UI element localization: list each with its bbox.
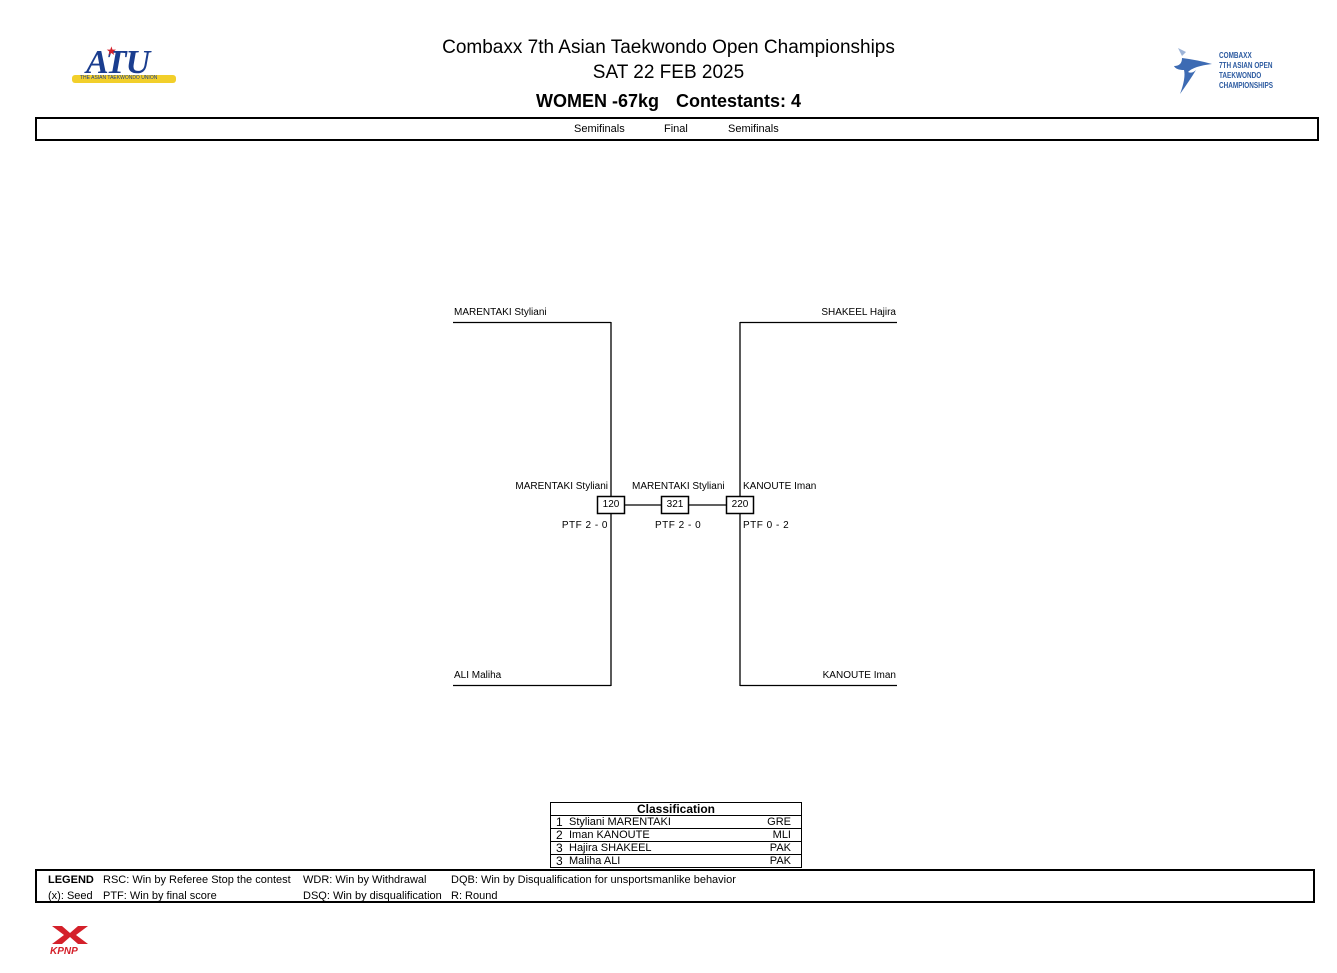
header: Combaxx 7th Asian Taekwondo Open Champio… (0, 36, 1337, 116)
event-title: Combaxx 7th Asian Taekwondo Open Champio… (442, 37, 895, 58)
athlete-cell: Iman KANOUTE (564, 828, 738, 842)
classification-title: Classification (636, 802, 716, 816)
athlete-cell: Hajira SHAKEEL (564, 841, 738, 855)
kpnp-logo: KPNP (50, 924, 94, 958)
category-label: WOMEN -67kg (535, 91, 659, 111)
round-label-left: Semifinals (574, 123, 625, 135)
winner-left-semifinal: MARENTAKI Styliani (515, 481, 608, 492)
kpnp-logo-word: KPNP (50, 946, 78, 957)
rounds-bar: Semifinals Final Semifinals (35, 117, 1319, 141)
event-date: SAT 22 FEB 2025 (592, 62, 745, 83)
match-box-right (725, 495, 755, 515)
match-number-right: 220 (731, 499, 749, 510)
legend: LEGEND (x): Seed RSC: Win by Referee Sto… (35, 869, 1315, 903)
table-row: 3 Hajira SHAKEEL PAK (550, 841, 802, 855)
legend-dqb: DQB: Win by Disqualification for unsport… (451, 874, 736, 886)
atu-logo: ATU ★ THE ASIAN TAEKWONDO UNION (72, 44, 182, 90)
athlete-top-left: MARENTAKI Styliani (454, 307, 547, 318)
legend-dsq: DSQ: Win by disqualification (303, 890, 442, 902)
nation-cell: MLI (737, 828, 802, 842)
score-left-semifinal: PTF 2 - 0 (561, 520, 608, 531)
table-row: 2 Iman KANOUTE MLI (550, 828, 802, 842)
athlete-cell: Styliani MARENTAKI (564, 815, 738, 829)
table-row: 1 Styliani MARENTAKI GRE (550, 815, 802, 829)
match-box-left (596, 495, 626, 515)
combaxx-logo-text: COMBAXX 7TH ASIAN OPEN TAEKWONDO CHAMPIO… (1219, 51, 1274, 90)
match-box-final (660, 495, 690, 515)
winner-right-semifinal: KANOUTE Iman (743, 481, 817, 492)
kpnp-mark-icon (52, 926, 88, 944)
table-row: 3 Maliha ALI PAK (550, 854, 802, 868)
score-right-semifinal: PTF 0 - 2 (743, 520, 790, 531)
atu-logo-bar (72, 75, 176, 83)
nation-cell: PAK (737, 841, 802, 855)
legend-ptf: PTF: Win by final score (103, 890, 217, 902)
round-label-right: Semifinals (728, 123, 779, 135)
star-icon: ★ (106, 44, 117, 58)
classification-table: Classification 1 Styliani MARENTAKI GRE … (550, 802, 802, 868)
category-heading: WOMEN -67kg Contestants: 4 (0, 86, 1337, 116)
rank-cell: 3 (550, 841, 564, 855)
kicker-icon (1174, 48, 1212, 94)
atu-logo-subtitle: THE ASIAN TAEKWONDO UNION (80, 75, 158, 81)
match-number-left: 120 (602, 499, 620, 510)
legend-wdr: WDR: Win by Withdrawal (303, 874, 427, 886)
legend-r: R: Round (451, 890, 498, 902)
legend-rsc: RSC: Win by Referee Stop the contest (103, 874, 291, 886)
athlete-cell: Maliha ALI (564, 854, 738, 868)
rank-cell: 1 (550, 815, 564, 829)
atu-logo-word: ATU (86, 44, 150, 81)
combaxx-logo: COMBAXX 7TH ASIAN OPEN TAEKWONDO CHAMPIO… (1172, 44, 1292, 100)
score-final: PTF 2 - 0 (655, 520, 702, 531)
legend-seed: (x): Seed (48, 890, 93, 902)
athlete-bottom-right: KANOUTE Iman (822, 670, 896, 681)
nation-cell: PAK (737, 854, 802, 868)
rank-cell: 3 (550, 854, 564, 868)
rank-cell: 2 (550, 828, 564, 842)
winner-final: MARENTAKI Styliani (632, 481, 725, 492)
contestants-count: Contestants: 4 (676, 91, 802, 111)
round-label-final: Final (664, 123, 688, 135)
athlete-bottom-left: ALI Maliha (454, 670, 502, 681)
nation-cell: GRE (737, 815, 802, 829)
match-number-final: 321 (666, 499, 684, 510)
legend-title: LEGEND (48, 874, 94, 886)
athlete-top-right: SHAKEEL Hajira (821, 307, 896, 318)
